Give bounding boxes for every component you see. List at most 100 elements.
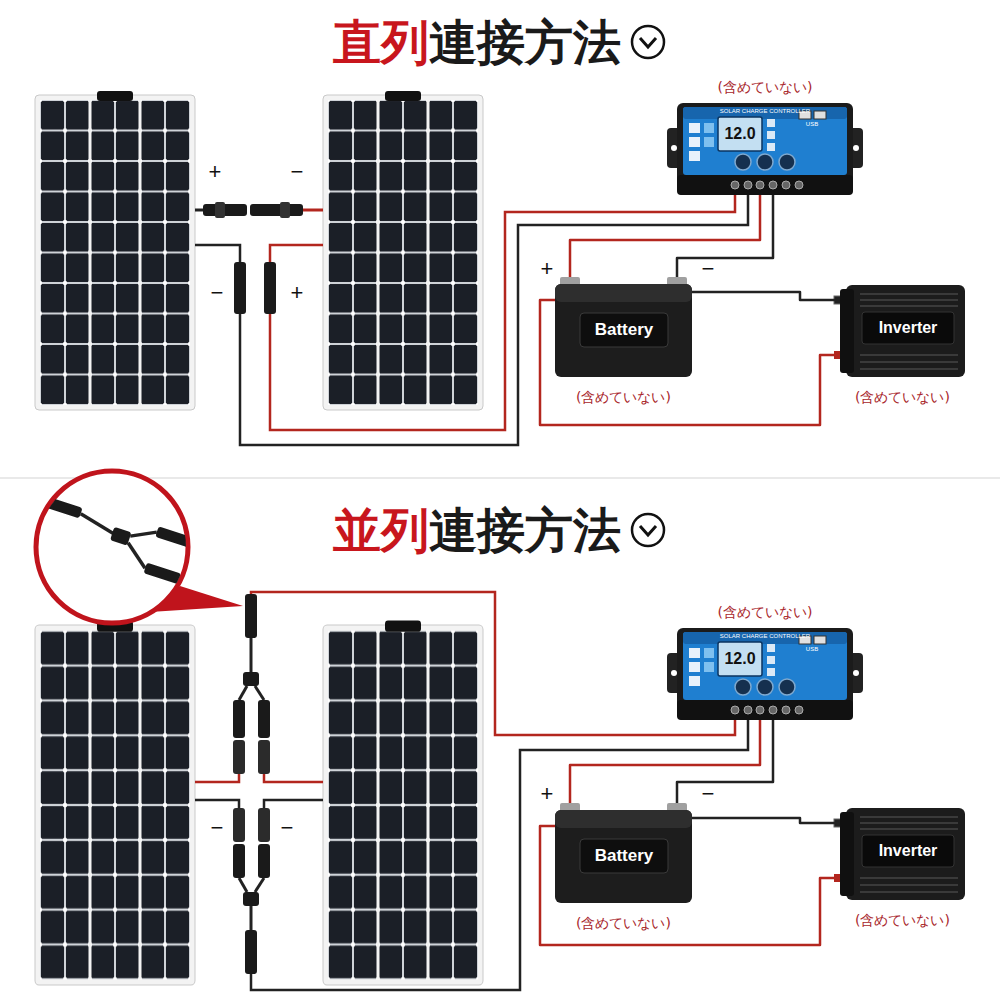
mc4-connector xyxy=(144,563,182,585)
device-name: Battery xyxy=(595,846,654,866)
mc4-connector xyxy=(233,740,245,774)
mc4-connector xyxy=(233,844,245,878)
solar-panel xyxy=(35,91,195,410)
y-cable xyxy=(35,491,193,584)
wire-connector xyxy=(677,195,773,277)
wire-connector xyxy=(677,720,773,803)
cable xyxy=(78,514,117,534)
inset-callout xyxy=(35,471,243,623)
charge-controller: (含めていない)SOLAR CHARGE CONTROLLER12.0USB xyxy=(677,103,853,195)
cable xyxy=(250,906,253,930)
cable xyxy=(264,800,323,808)
polarity-label: + xyxy=(291,282,304,304)
cable xyxy=(303,209,323,212)
section-heading: 並列連接方法 xyxy=(0,504,1000,557)
section-heading-text: 連接方法 xyxy=(429,16,621,69)
polarity-label: + xyxy=(209,161,222,183)
inverter-symbol xyxy=(834,285,965,377)
cable xyxy=(270,245,323,262)
lcd-reading: 12.0 xyxy=(724,650,755,668)
icon-ring xyxy=(632,514,664,546)
battery-symbol xyxy=(555,277,692,377)
series-connectors xyxy=(195,202,323,314)
solar-panel xyxy=(323,91,483,410)
panel-wire xyxy=(251,720,748,990)
note-label: (含めていない) xyxy=(855,389,950,405)
mc4-connector xyxy=(245,594,257,638)
wire-connector xyxy=(570,195,760,277)
polarity-label: − xyxy=(211,282,224,304)
mc4-connector xyxy=(233,808,245,842)
polarity-label: − xyxy=(702,258,715,280)
cable xyxy=(239,686,247,700)
section-heading: 直列連接方法 xyxy=(0,16,1000,69)
panel-wire xyxy=(251,592,735,735)
mc4-ridge xyxy=(215,202,225,218)
inverter-symbol xyxy=(834,808,965,900)
polarity-label: − xyxy=(702,783,715,805)
cable xyxy=(130,525,157,544)
cable xyxy=(255,686,264,700)
polarity-label: − xyxy=(211,817,224,839)
mc4-connector xyxy=(245,930,257,974)
polarity-label: − xyxy=(281,817,294,839)
port-label: USB xyxy=(806,121,818,127)
mc4-ridge xyxy=(280,202,290,218)
y-branch xyxy=(243,672,259,686)
panel-wire xyxy=(240,195,748,445)
section-heading-text: 連接方法 xyxy=(429,504,621,557)
icon-chevron xyxy=(640,38,656,47)
note-label: (含めていない) xyxy=(576,915,671,931)
charge-controller: (含めていない)SOLAR CHARGE CONTROLLER12.0USB xyxy=(677,628,853,720)
mc4-connector xyxy=(233,700,245,738)
charge-controller xyxy=(667,103,863,195)
wire-connector xyxy=(692,818,840,823)
section-heading-text: 並列 xyxy=(333,504,429,557)
polarity-label: − xyxy=(291,161,304,183)
wire-connector xyxy=(692,292,840,300)
battery: Battery(含めていない) xyxy=(555,803,692,903)
battery-symbol xyxy=(555,803,692,903)
panel-wire xyxy=(270,195,735,430)
cable xyxy=(195,800,239,808)
wire-connector xyxy=(540,826,840,945)
mc4-connector xyxy=(264,262,276,314)
cable xyxy=(195,774,239,782)
device-name: Inverter xyxy=(879,842,938,860)
wire-connector xyxy=(540,300,840,425)
solar-panel xyxy=(323,620,483,985)
polarity-label: + xyxy=(541,258,554,280)
cable xyxy=(195,245,240,262)
wire-connector xyxy=(570,720,760,803)
lcd-reading: 12.0 xyxy=(724,125,755,143)
device-name: Inverter xyxy=(879,319,938,337)
note-label: (含めていない) xyxy=(855,912,950,928)
note-label: (含めていない) xyxy=(576,389,671,405)
note-label: (含めていない) xyxy=(718,79,813,95)
mc4-connector xyxy=(45,497,83,519)
device-name: Battery xyxy=(595,320,654,340)
battery: Battery(含めていない) xyxy=(555,277,692,377)
y-branch xyxy=(243,892,259,906)
solar-panel xyxy=(35,620,195,985)
mc4-connector xyxy=(258,740,270,774)
mc4-connector xyxy=(258,700,270,738)
mc4-connector xyxy=(250,204,303,216)
icon-ring xyxy=(632,26,664,58)
mc4-connector xyxy=(258,844,270,878)
inset-circle xyxy=(36,471,188,623)
mc4-connector xyxy=(234,262,246,314)
inverter: Inverter(含めていない) xyxy=(840,285,965,377)
cable xyxy=(239,878,247,892)
cable xyxy=(264,774,323,782)
polarity-label: + xyxy=(541,783,554,805)
branch-connectors xyxy=(195,594,323,974)
charge-controller xyxy=(667,628,863,720)
device-title: SOLAR CHARGE CONTROLLER xyxy=(720,108,810,114)
inverter: Inverter(含めていない) xyxy=(840,808,965,900)
mc4-connector xyxy=(258,808,270,842)
y-cable-picture xyxy=(35,491,193,584)
section-heading-text: 直列 xyxy=(333,16,429,69)
